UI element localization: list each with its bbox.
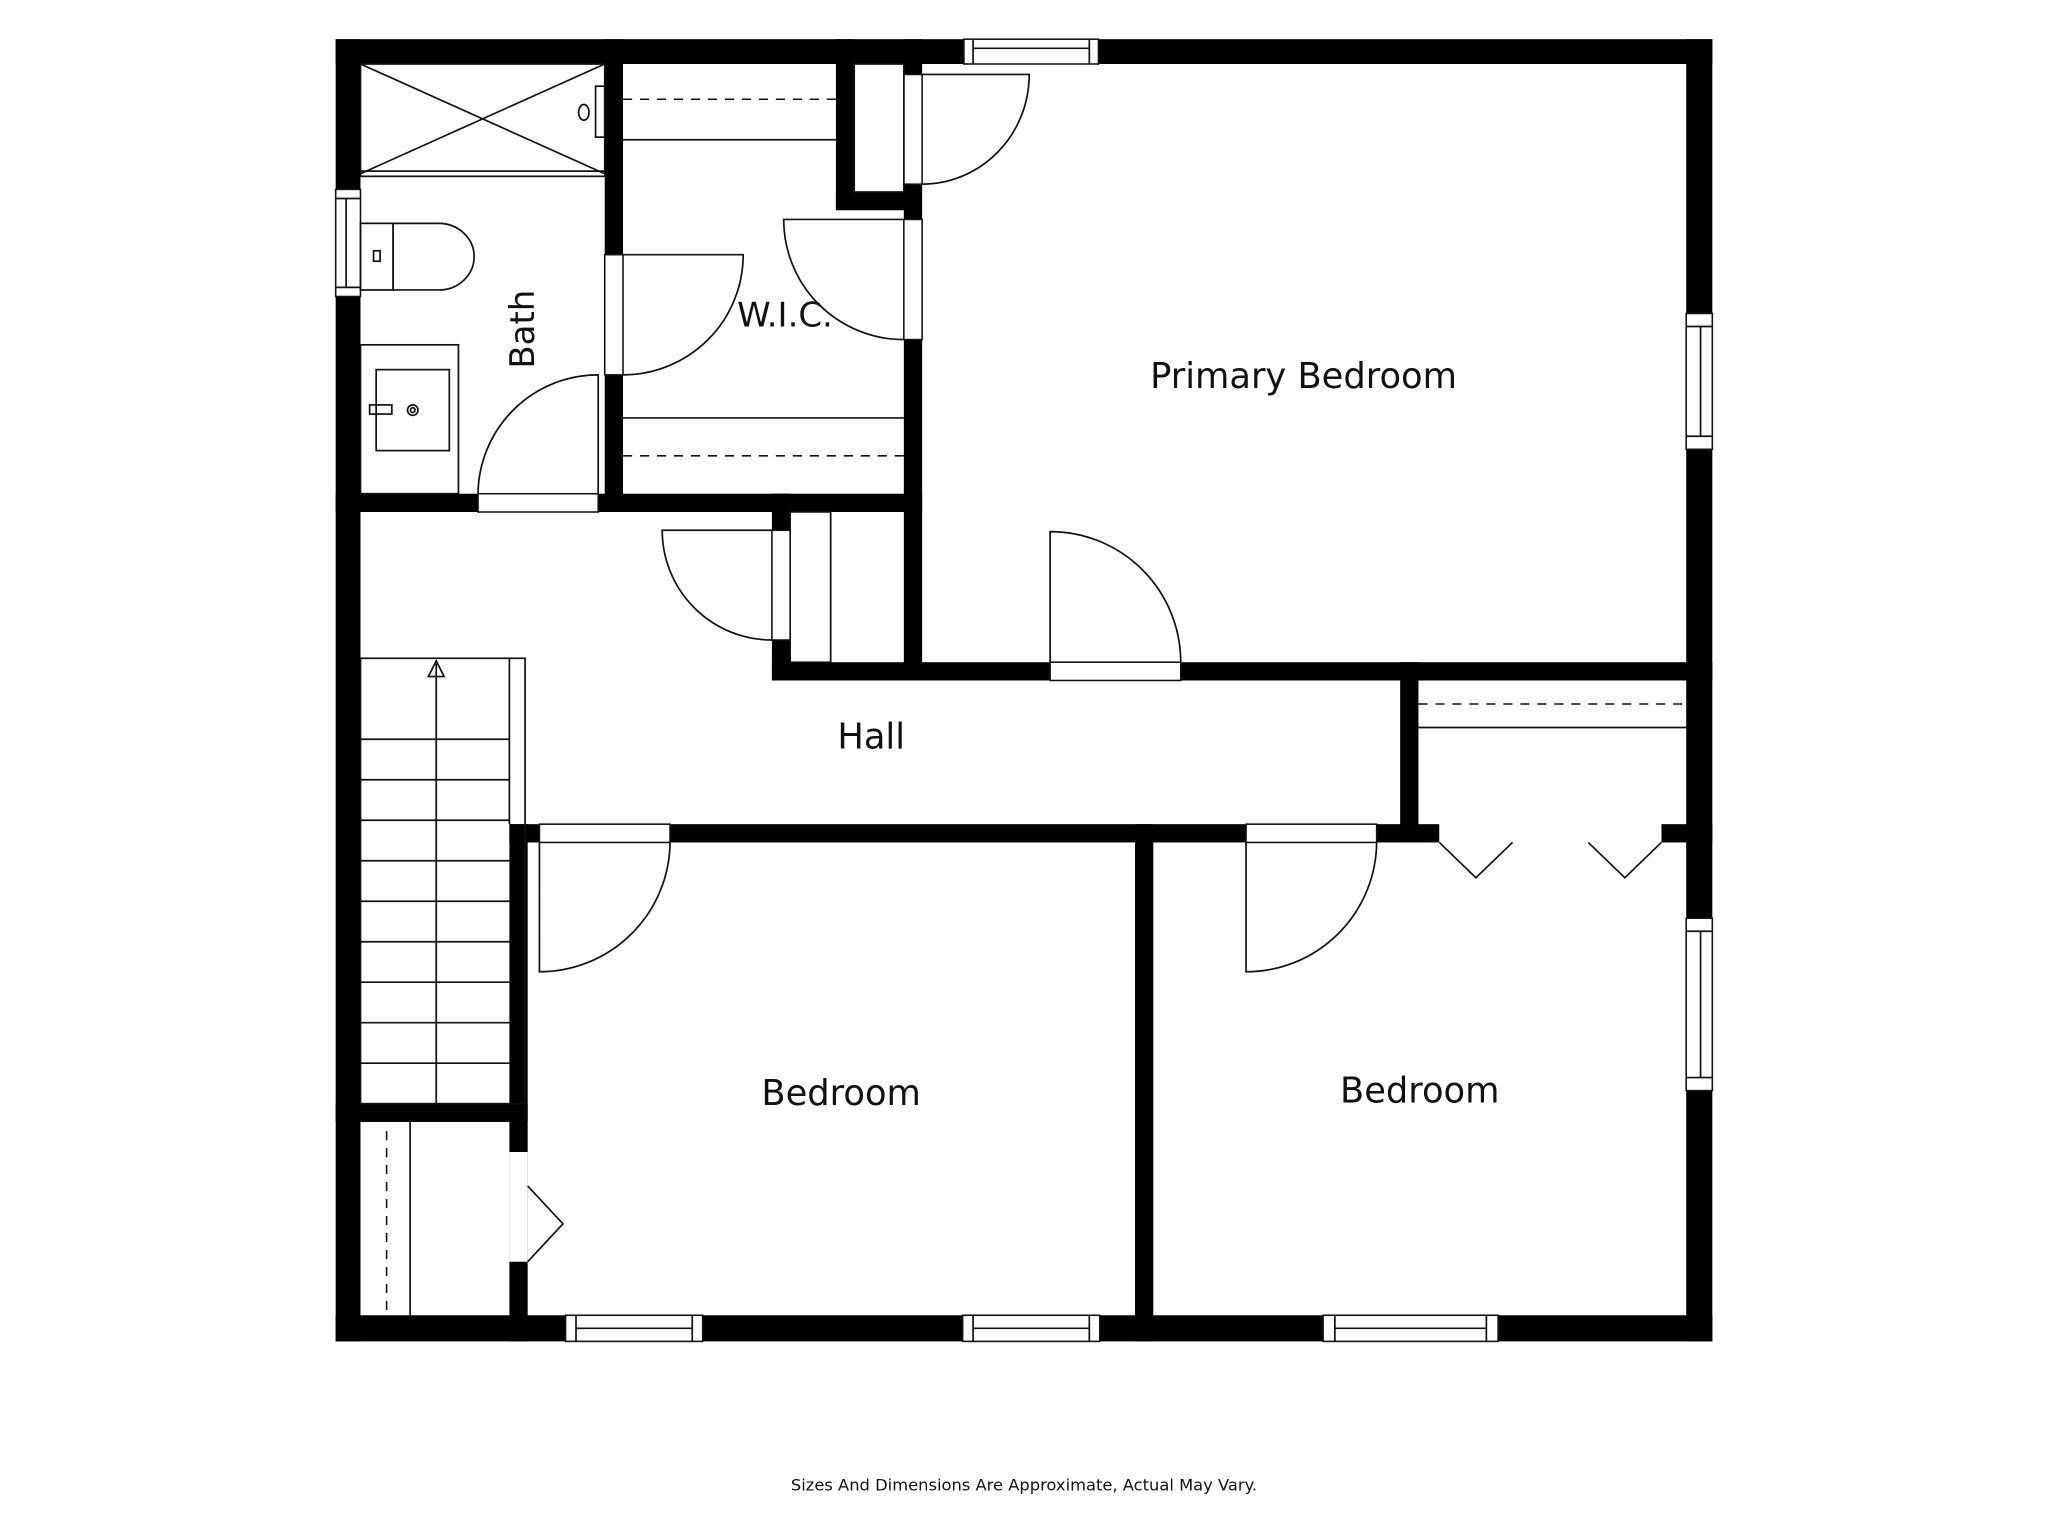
windows bbox=[334, 38, 1714, 1343]
room-labels: Bath W.I.C. Primary Bedroom Hall Bedroom… bbox=[503, 290, 1499, 1114]
room-label-bedroom-1: Bedroom bbox=[761, 1073, 920, 1114]
room-label-hall: Hall bbox=[837, 716, 905, 757]
staircase bbox=[359, 657, 526, 1105]
vanity bbox=[359, 343, 460, 495]
doors bbox=[477, 73, 1662, 1263]
walls bbox=[335, 39, 1713, 1342]
room-label-wic: W.I.C. bbox=[737, 296, 833, 336]
room-label-primary-bedroom: Primary Bedroom bbox=[1150, 356, 1457, 397]
toilet bbox=[359, 222, 394, 291]
fixtures bbox=[359, 63, 1687, 1316]
stair-arrow-icon bbox=[427, 658, 446, 678]
disclaimer-text: Sizes And Dimensions Are Approximate, Ac… bbox=[791, 1475, 1257, 1494]
room-label-bath: Bath bbox=[503, 290, 543, 369]
room-label-bedroom-2: Bedroom bbox=[1340, 1070, 1499, 1111]
